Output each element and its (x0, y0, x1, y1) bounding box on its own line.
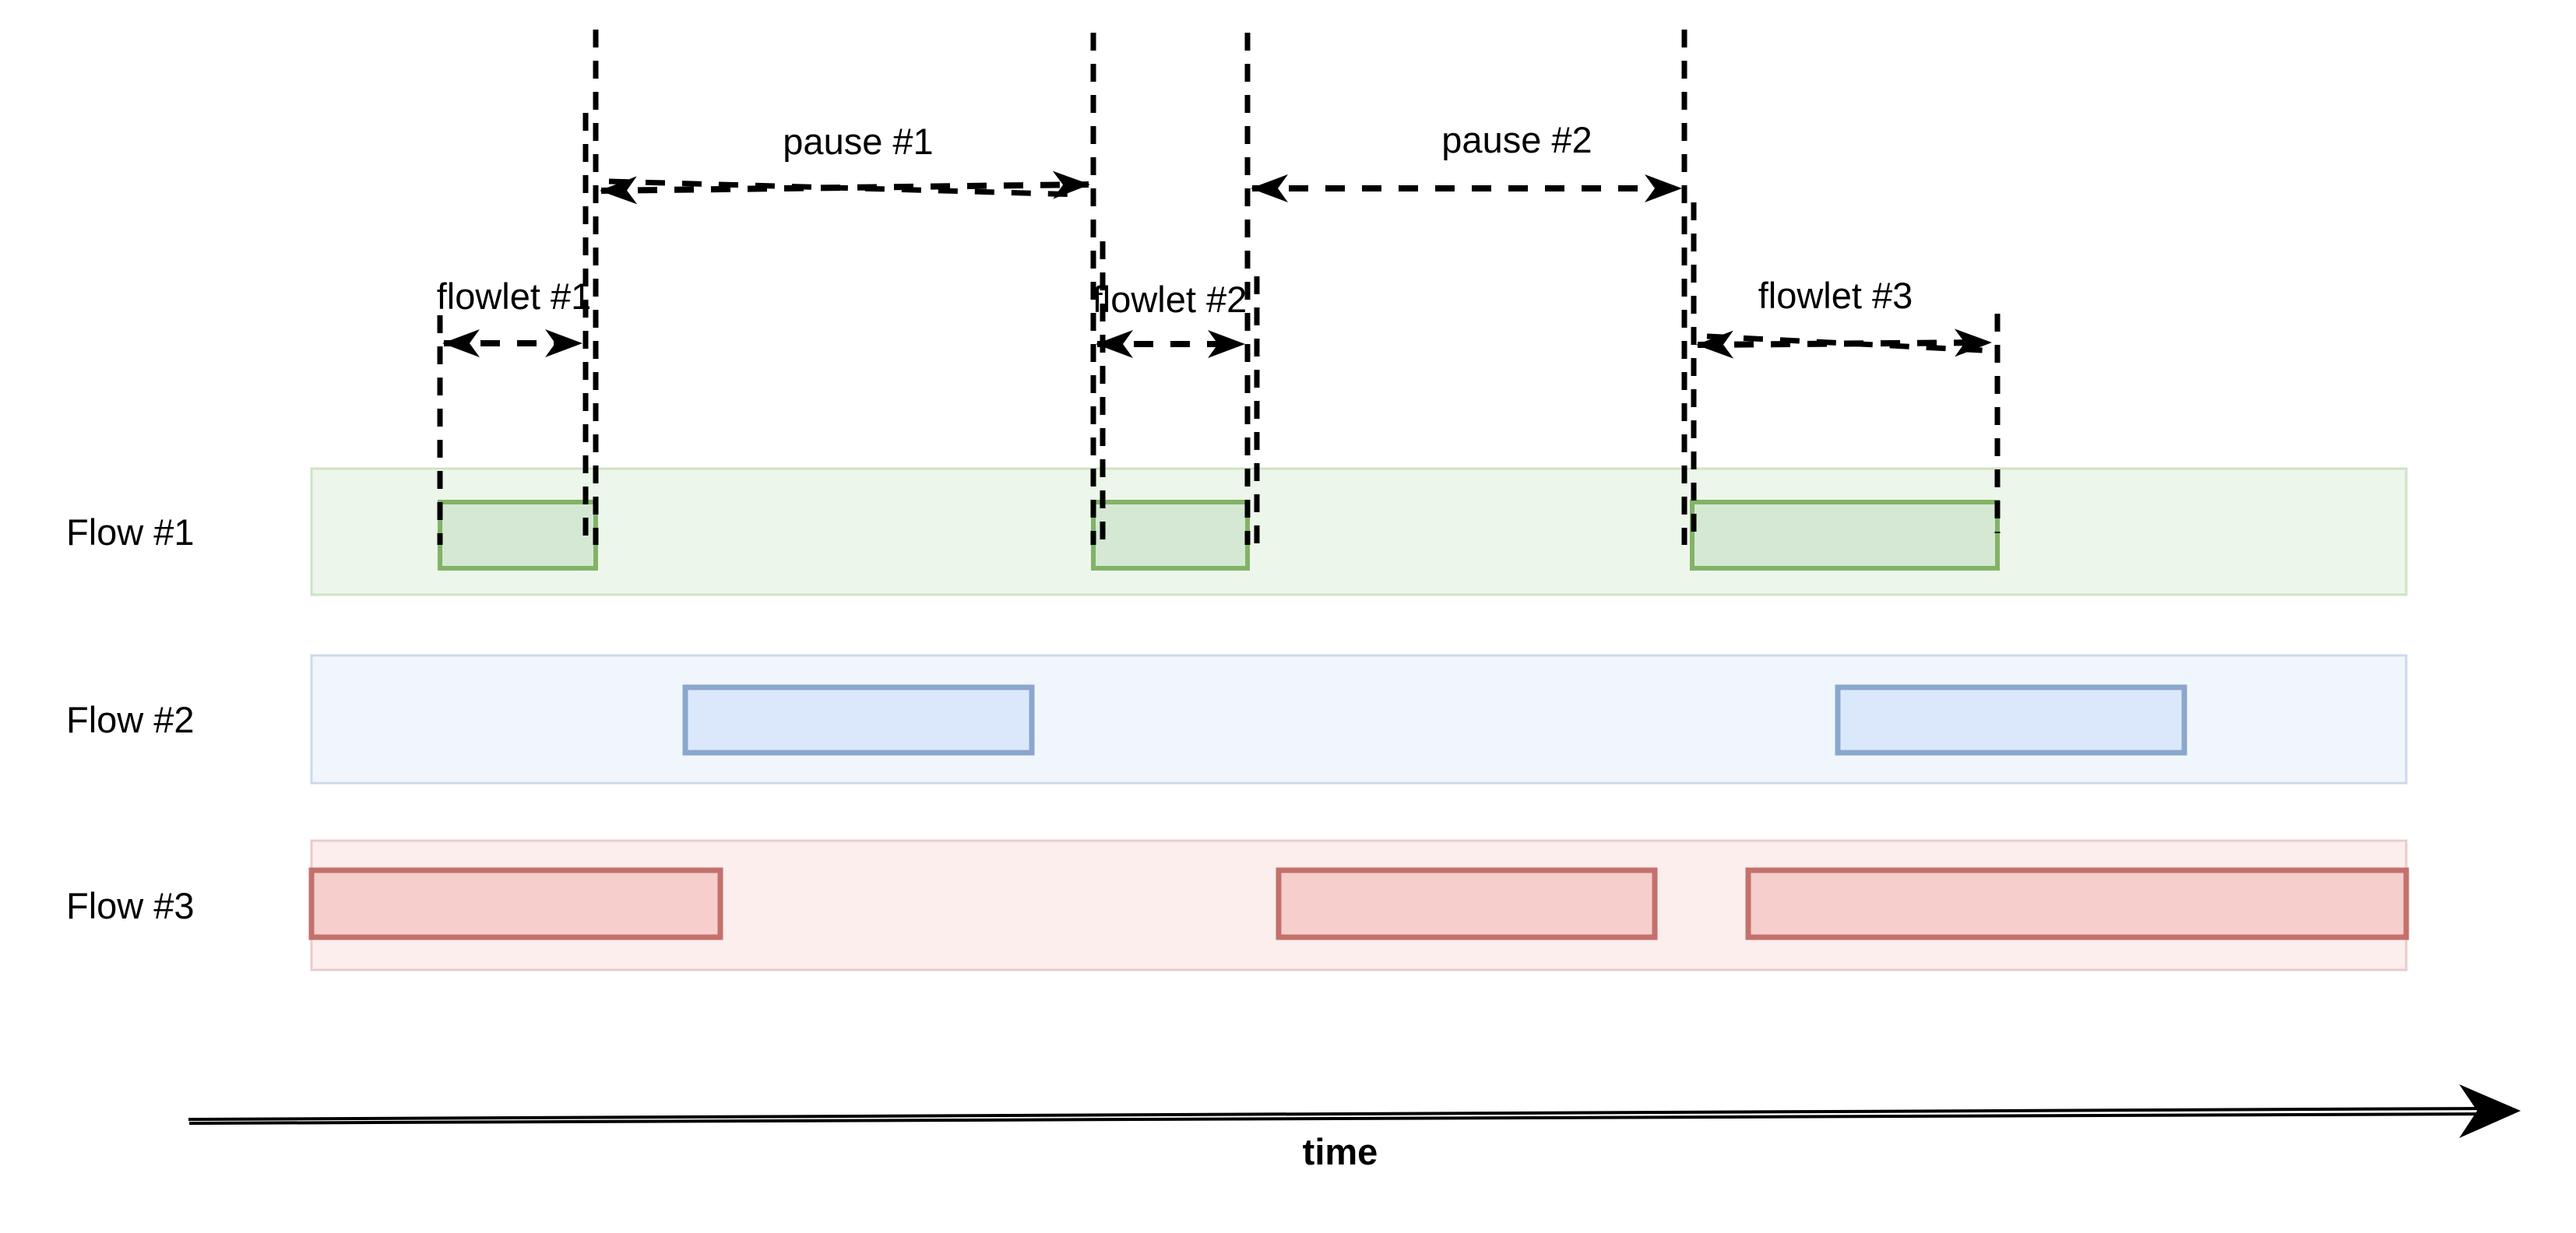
flow3-label: Flow #3 (66, 885, 195, 926)
flow1-flowlet3-box (1690, 500, 2000, 571)
flow1-band (310, 467, 2408, 596)
time-axis-line (188, 1107, 2486, 1121)
flow2-burst1-box (682, 684, 1035, 756)
flow1-flowlet1-box (438, 500, 598, 571)
flowlet3-extent-arrow-sketch-stroke (1706, 333, 1983, 353)
time-axis-label: time (1303, 1131, 1378, 1172)
pause1-arrow (600, 170, 1090, 205)
flowlet2-label: flowlet #2 (1093, 279, 1248, 320)
flow3-burst3-box (1745, 867, 2409, 940)
time-axis-line-sketch-stroke (188, 1112, 2486, 1125)
flowlet1-label: flowlet #1 (437, 276, 592, 317)
flow3-burst1-box (308, 867, 723, 940)
flow1-label: Flow #1 (66, 511, 195, 553)
flow2-label: Flow #2 (66, 699, 195, 740)
time-axis-arrowhead-icon (2459, 1084, 2521, 1138)
flow3-burst2-box (1276, 867, 1658, 940)
pause2-label: pause #2 (1441, 119, 1592, 160)
flowlet3-extent-arrow (1696, 328, 1992, 359)
pause1-label: pause #1 (783, 121, 933, 162)
flow1-flowlet2-box (1091, 500, 1250, 571)
flowlet3-label: flowlet #3 (1758, 275, 1913, 316)
pause1-arrow-sketch-stroke (608, 178, 1082, 198)
flow2-burst2-box (1835, 684, 2187, 756)
